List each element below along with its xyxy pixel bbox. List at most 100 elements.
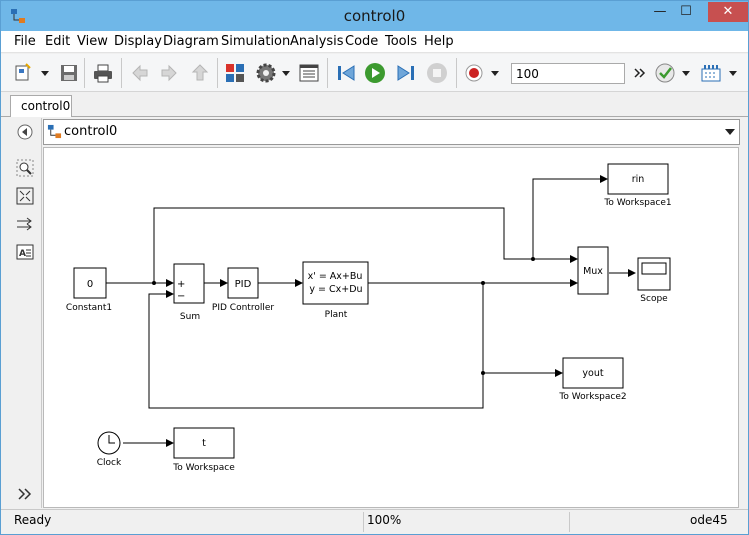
branch-points (152, 257, 535, 375)
expand-palette-chevron-icon[interactable] (16, 485, 34, 503)
tab-control0[interactable]: control0 (10, 95, 72, 117)
toolbar (1, 54, 748, 92)
model-config-gear-icon[interactable] (255, 62, 277, 84)
signal-reference-to-rin[interactable] (532, 175, 608, 259)
menu-tools[interactable]: Tools (385, 34, 418, 49)
forward-arrow-icon[interactable] (158, 62, 180, 84)
menu-view[interactable]: View (77, 34, 108, 49)
library-browser-icon[interactable] (224, 62, 246, 84)
t-text: t (202, 438, 206, 449)
stop-time-input[interactable] (511, 63, 625, 84)
toolbar-separator (217, 58, 218, 88)
plant-state-space-block[interactable]: x' = Ax+Bu y = Cx+Du Plant (302, 261, 369, 320)
signal-output-to-yout[interactable] (482, 283, 563, 377)
constant1-block[interactable]: 0 Constant1 (66, 267, 112, 313)
to-workspace1-label: To Workspace1 (603, 198, 671, 208)
signal-arrows-icon[interactable] (16, 215, 34, 233)
up-arrow-icon[interactable] (189, 62, 211, 84)
build-dropdown-icon[interactable] (727, 62, 739, 84)
clock-block[interactable]: Clock (97, 431, 122, 468)
simulink-app-icon (11, 9, 25, 23)
model-canvas[interactable]: 0 Constant1 + − Sum PID PID Controller x… (43, 147, 739, 508)
toolbar-separator (327, 58, 328, 88)
status-divider (363, 512, 364, 532)
save-icon[interactable] (58, 62, 80, 84)
model-explorer-icon[interactable] (298, 62, 320, 84)
address-dropdown-icon[interactable] (725, 128, 735, 136)
signal-lines (106, 175, 636, 447)
build-model-icon[interactable] (700, 62, 722, 84)
menu-display[interactable]: Display (114, 34, 162, 49)
scope-block[interactable]: Scope (637, 257, 671, 304)
sum-block[interactable]: + − Sum (173, 263, 205, 322)
title-bar: control0 — ☐ ✕ (1, 1, 748, 31)
new-model-icon[interactable] (13, 62, 35, 84)
yout-to-workspace2-block[interactable]: yout To Workspace2 (558, 357, 627, 402)
clock-label: Clock (97, 458, 122, 468)
plant-label: Plant (325, 310, 348, 320)
close-button[interactable]: ✕ (708, 2, 748, 22)
annotation-icon[interactable]: A (16, 243, 34, 261)
update-diagram-check-icon[interactable] (654, 62, 676, 84)
record-icon[interactable] (463, 62, 485, 84)
plant-equation-line2: y = Cx+Du (309, 284, 362, 295)
status-bar: Ready 100% ode45 (1, 509, 748, 534)
constant1-value: 0 (87, 279, 93, 290)
rin-to-workspace1-block[interactable]: rin To Workspace1 (603, 163, 672, 208)
toolbar-separator (121, 58, 122, 88)
status-solver: ode45 (690, 513, 728, 527)
back-arrow-icon[interactable] (129, 62, 151, 84)
branch-point (481, 371, 485, 375)
sum-minus-sign: − (177, 291, 185, 302)
left-palette: A (1, 118, 42, 508)
menu-bar: File Edit View Display Diagram Simulatio… (1, 31, 748, 53)
zoom-icon[interactable] (16, 159, 34, 177)
branch-point (481, 281, 485, 285)
address-path: control0 (64, 124, 118, 139)
toolbar-separator (456, 58, 457, 88)
vertical-scrollbar[interactable] (740, 147, 748, 508)
mux-block[interactable]: Mux (577, 246, 609, 295)
more-chevron-icon[interactable] (633, 62, 647, 84)
status-zoom: 100% (367, 513, 402, 527)
menu-edit[interactable]: Edit (45, 34, 71, 49)
menu-help[interactable]: Help (424, 34, 454, 49)
model-icon (47, 124, 62, 139)
menu-analysis[interactable]: Analysis (290, 34, 344, 49)
config-dropdown-icon[interactable] (280, 62, 292, 84)
fit-to-view-icon[interactable] (16, 187, 34, 205)
step-back-icon[interactable] (335, 62, 357, 84)
status-state: Ready (14, 513, 52, 527)
menu-code[interactable]: Code (345, 34, 379, 49)
pid-text: PID (235, 279, 252, 290)
hide-browser-icon[interactable] (16, 123, 34, 141)
scope-label: Scope (640, 294, 668, 304)
check-dropdown-icon[interactable] (680, 62, 692, 84)
new-model-dropdown-icon[interactable] (39, 62, 51, 84)
menu-file[interactable]: File (14, 34, 36, 49)
stop-icon[interactable] (426, 62, 448, 84)
toolbar-separator (84, 58, 85, 88)
step-forward-icon[interactable] (395, 62, 417, 84)
signal-reference-to-mux[interactable] (153, 207, 578, 283)
svg-text:A: A (19, 249, 26, 259)
menu-simulation[interactable]: Simulation (221, 34, 291, 49)
maximize-button[interactable]: ☐ (680, 4, 692, 19)
block-diagram: 0 Constant1 + − Sum PID PID Controller x… (66, 163, 672, 473)
record-dropdown-icon[interactable] (489, 62, 501, 84)
window-title: control0 (343, 7, 406, 25)
yout-text: yout (582, 368, 603, 379)
plant-equation-line1: x' = Ax+Bu (308, 271, 363, 282)
minimize-button[interactable]: — (653, 4, 667, 19)
signal-feedback-to-sum[interactable] (148, 290, 484, 409)
menu-diagram[interactable]: Diagram (163, 34, 219, 49)
run-icon[interactable] (364, 62, 386, 84)
status-divider (569, 512, 570, 532)
t-to-workspace-block[interactable]: t To Workspace (172, 427, 235, 473)
model-browser-address-bar[interactable]: control0 (43, 119, 740, 145)
scope-screen-icon (641, 262, 667, 275)
pid-controller-block[interactable]: PID PID Controller (212, 267, 274, 313)
print-icon[interactable] (92, 62, 114, 84)
to-workspace2-label: To Workspace2 (558, 392, 626, 402)
